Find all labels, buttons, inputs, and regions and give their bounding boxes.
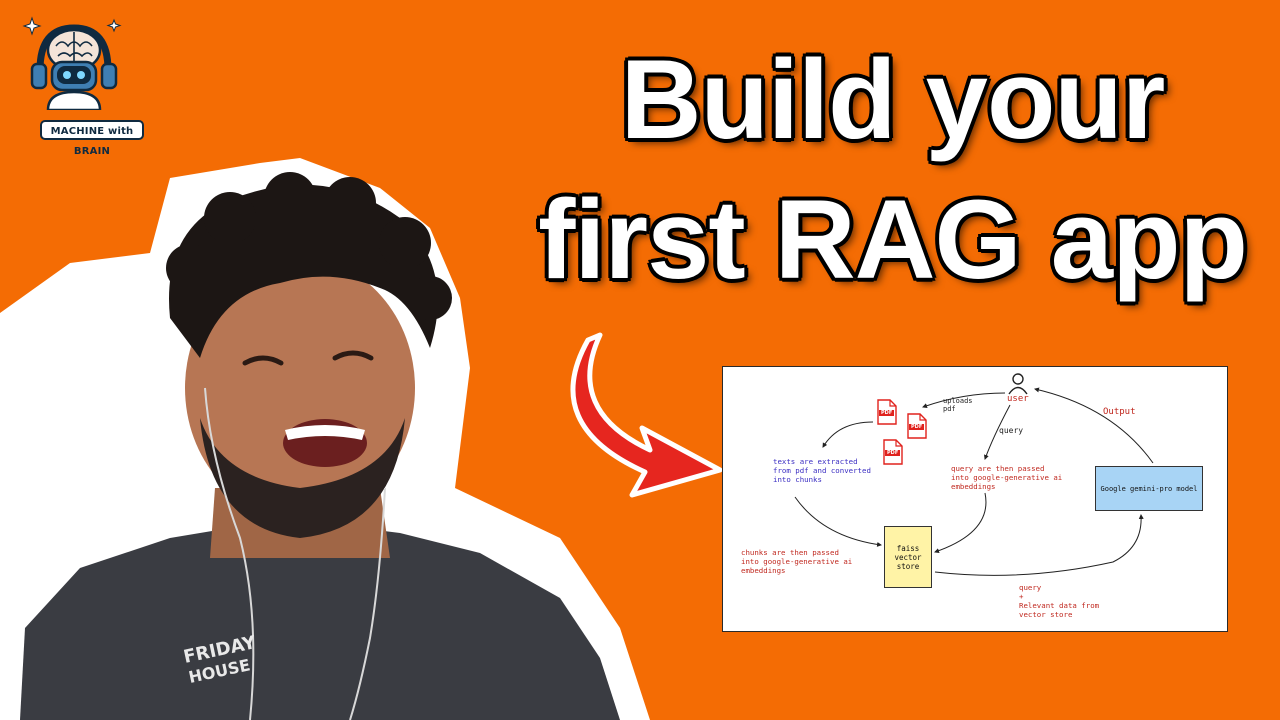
headline: Build your first RAG app [520, 30, 1265, 310]
gemini-model-box: Google gemini-pro model [1095, 466, 1203, 511]
presenter-photo: FRIDAY HOUSE [0, 158, 650, 720]
rag-diagram: user uploads pdf PDF PDF PDF texts are e… [722, 366, 1228, 632]
headline-line-2: first RAG app [538, 177, 1248, 302]
output-label: Output [1103, 407, 1136, 417]
logo-text: MACHINE with BRAIN [40, 120, 144, 157]
headline-line-1: Build your [620, 37, 1166, 162]
red-curved-arrow-icon [570, 332, 723, 498]
user-label: user [1007, 394, 1029, 404]
query-passed-note: query are then passed into google-genera… [951, 464, 1063, 491]
chunks-passed-note: chunks are then passed into google-gener… [741, 548, 853, 575]
diagram-arrows [794, 373, 1154, 576]
channel-logo: MACHINE with BRAIN [18, 14, 144, 157]
query-relevant-note: query + Relevant data from vector store [1019, 583, 1100, 619]
pdf-file-icon: PDF [907, 413, 927, 439]
robot-brain-icon [22, 16, 122, 112]
texts-extracted-note: texts are extracted from pdf and convert… [773, 457, 871, 484]
faiss-vector-store-box: faiss vector store [884, 526, 932, 588]
query-label: query [999, 426, 1024, 435]
pdf-file-icon: PDF [883, 439, 903, 465]
pdf-file-icon: PDF [877, 399, 897, 425]
uploads-pdf-label: uploads pdf [943, 397, 973, 413]
